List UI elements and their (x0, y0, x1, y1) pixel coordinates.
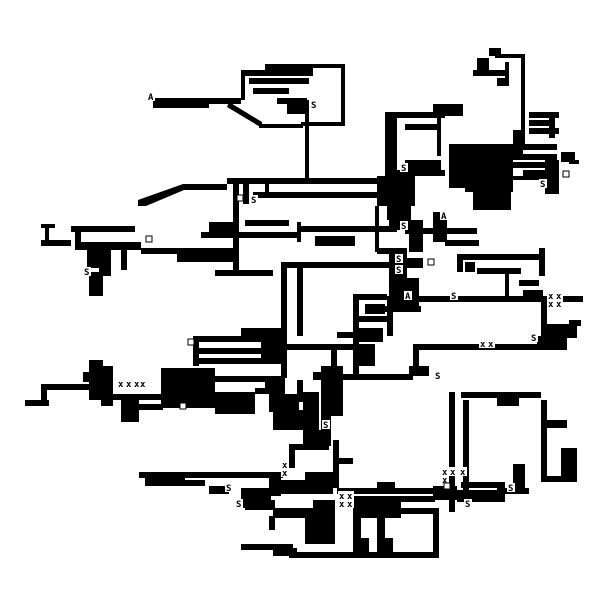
start-marker-bg (507, 483, 515, 492)
cross-marker-bg (441, 475, 449, 484)
start-marker: S (401, 164, 406, 174)
start-marker-bg (400, 221, 408, 230)
cross-marker-bg (125, 379, 133, 388)
cross-marker-bg (139, 379, 147, 388)
start-marker: S (236, 500, 241, 510)
start-marker-bg (235, 499, 243, 508)
cross-marker: x (488, 340, 494, 350)
cross-marker: x (134, 380, 140, 390)
alt-marker: A (148, 93, 154, 103)
start-marker-bg (450, 291, 458, 300)
cross-marker: x (480, 340, 486, 350)
start-marker-bg (434, 371, 442, 380)
cross-marker: x (556, 292, 562, 302)
start-marker: S (401, 222, 406, 232)
start-marker: S (84, 268, 89, 278)
box-marker (562, 170, 570, 178)
cross-marker-bg (479, 339, 487, 348)
alt-marker: A (405, 292, 411, 302)
cross-marker-bg (487, 339, 495, 348)
start-marker-bg (395, 254, 403, 263)
cross-marker-bg (133, 379, 141, 388)
cross-marker: x (442, 468, 448, 478)
cross-marker-bg (547, 291, 555, 300)
cross-marker: x (282, 461, 288, 471)
start-marker: S (323, 421, 328, 431)
cross-marker: x (548, 300, 554, 310)
start-marker-bg (250, 195, 258, 204)
cross-marker-bg (346, 499, 354, 508)
cross-marker: x (460, 468, 466, 478)
cross-marker-bg (449, 467, 457, 476)
cross-marker: x (450, 468, 456, 478)
start-marker-bg (83, 267, 91, 276)
cross-marker: x (126, 380, 132, 390)
start-marker: S (508, 484, 513, 494)
box-marker (427, 258, 435, 266)
start-marker: S (396, 255, 401, 265)
start-marker-bg (400, 163, 408, 172)
box-marker (443, 482, 451, 490)
maze-walls (25, 48, 583, 558)
start-marker: S (451, 292, 456, 302)
box-marker (145, 235, 153, 243)
start-marker: S (435, 372, 440, 382)
start-marker: S (465, 500, 470, 510)
box-marker (179, 402, 187, 410)
cross-marker: x (556, 300, 562, 310)
cross-marker: x (548, 292, 554, 302)
start-marker-bg (539, 179, 547, 188)
cross-marker-bg (338, 499, 346, 508)
cross-marker-bg (547, 299, 555, 308)
cross-marker-bg (346, 491, 354, 500)
cross-marker-bg (555, 291, 563, 300)
alt-marker-bg (147, 92, 155, 101)
cross-marker-bg (441, 467, 449, 476)
cross-marker: x (347, 500, 353, 510)
start-marker: S (311, 101, 316, 111)
start-marker-bg (464, 499, 472, 508)
cross-marker-bg (117, 379, 125, 388)
cross-marker: x (339, 500, 345, 510)
cross-marker-bg (281, 468, 289, 477)
cross-marker: x (339, 492, 345, 502)
start-marker-bg (225, 483, 233, 492)
alt-marker-bg (404, 291, 412, 300)
start-marker: S (396, 266, 401, 276)
start-marker: S (531, 334, 536, 344)
box-marker (187, 338, 195, 346)
start-marker-bg (395, 265, 403, 274)
alt-marker: A (441, 212, 447, 222)
cross-marker-bg (338, 491, 346, 500)
start-marker: S (540, 180, 545, 190)
cross-marker-bg (459, 467, 467, 476)
cross-marker: x (282, 469, 288, 479)
cross-marker-bg (281, 460, 289, 469)
alt-marker-bg (440, 211, 448, 220)
start-marker-bg (322, 420, 330, 429)
start-marker: S (251, 196, 256, 206)
box-marker (236, 194, 244, 202)
cross-marker: x (140, 380, 146, 390)
cross-marker: x (118, 380, 124, 390)
start-marker-bg (310, 100, 318, 109)
cross-marker-bg (555, 299, 563, 308)
start-marker-bg (530, 333, 538, 342)
start-marker: S (226, 484, 231, 494)
cross-marker: x (347, 492, 353, 502)
cross-marker: x (442, 476, 448, 486)
